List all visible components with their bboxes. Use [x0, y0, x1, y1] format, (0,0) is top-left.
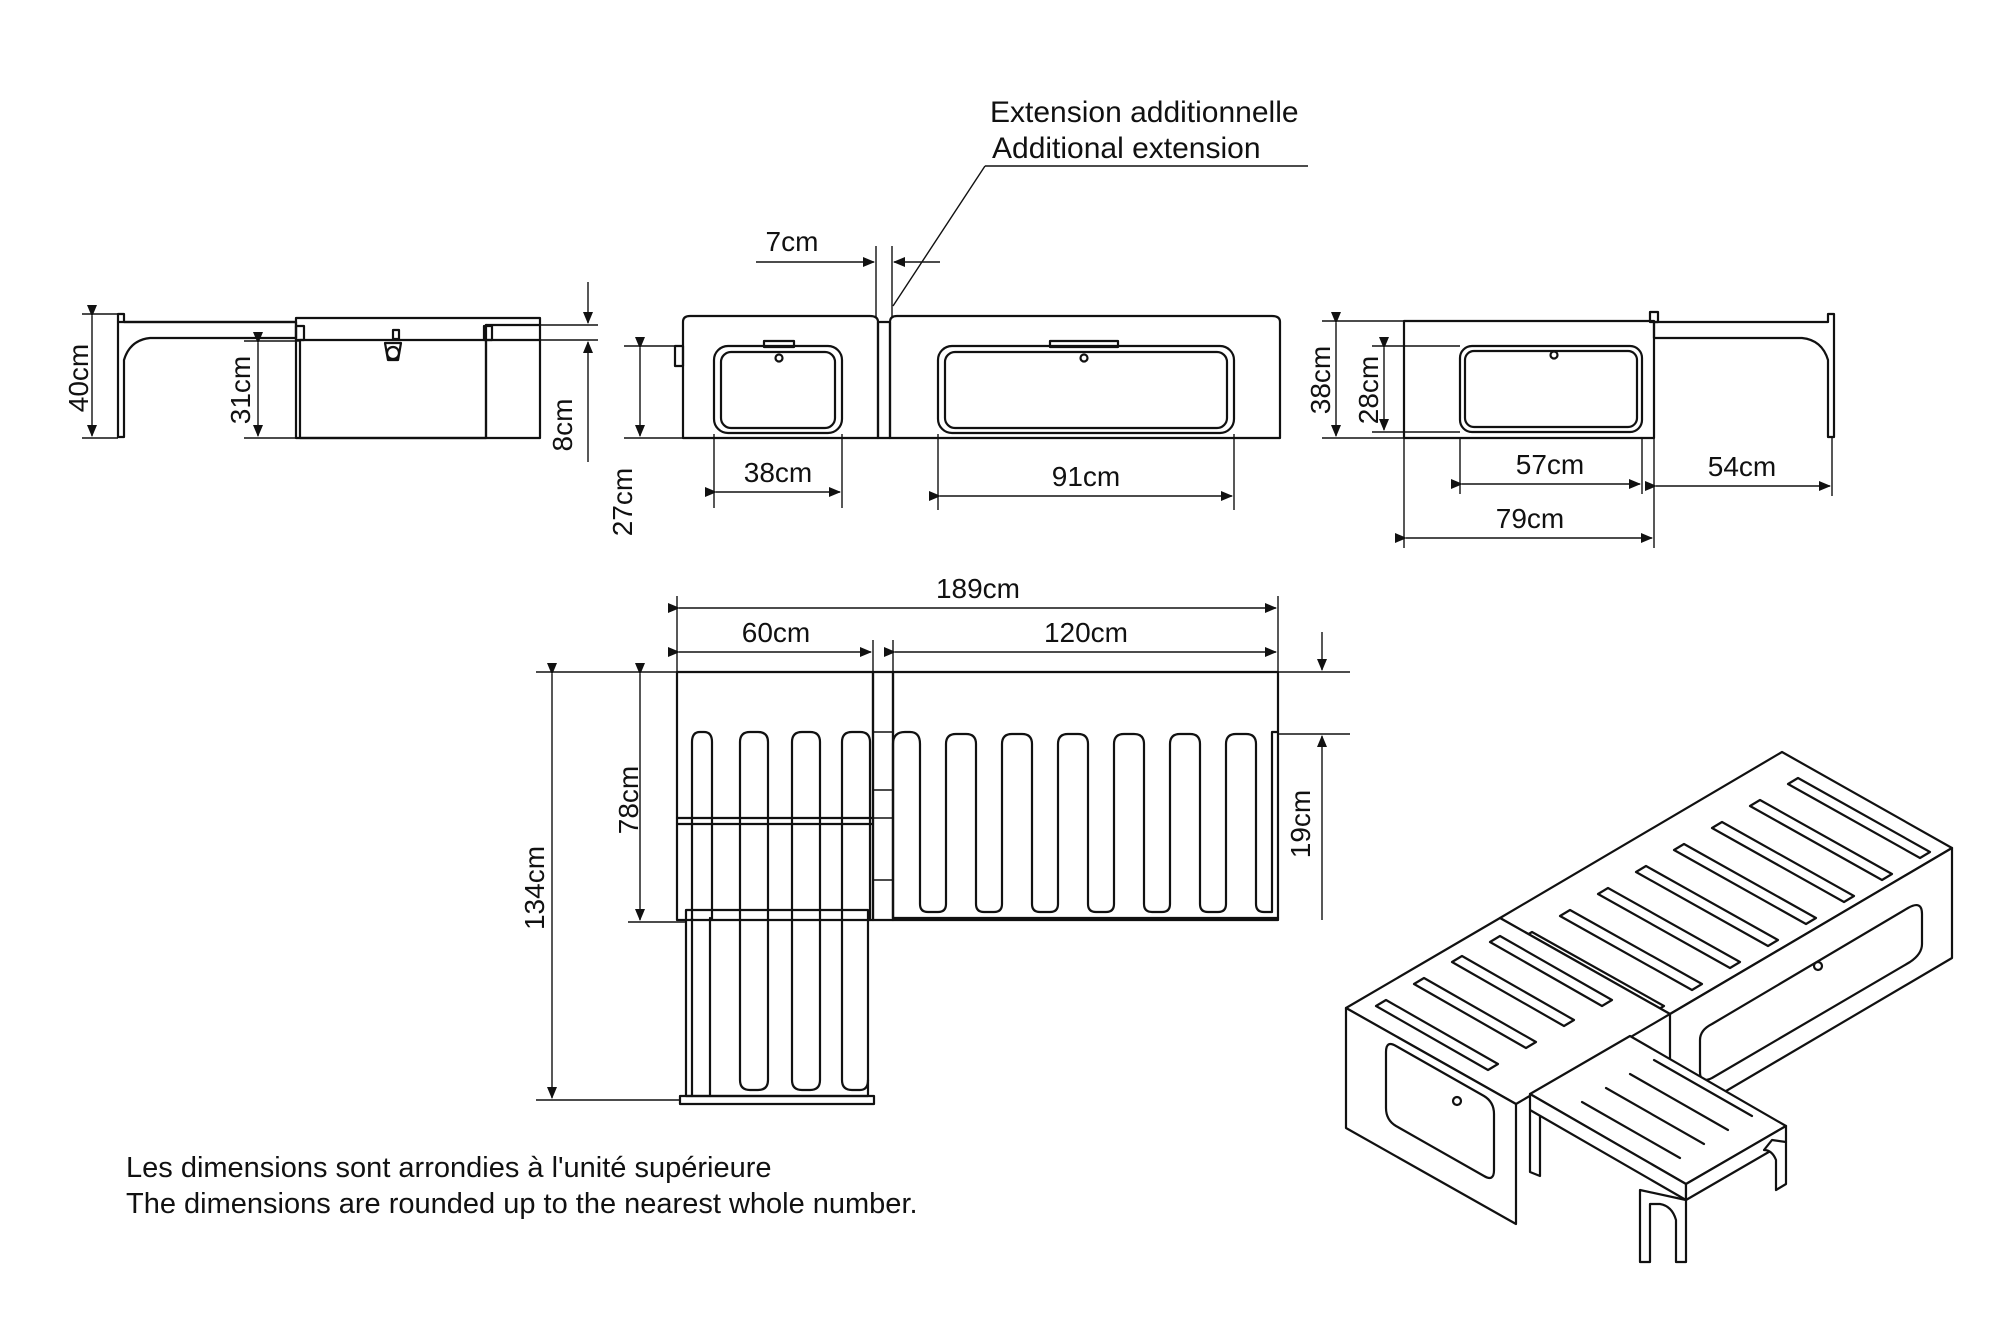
callout-label-en: Additional extension [992, 132, 1261, 165]
note-french: Les dimensions sont arrondies à l'unité … [126, 1152, 772, 1184]
side-view-left: 40cm 31cm 8cm [63, 282, 598, 462]
extension-callout: Extension additionnelle Additional exten… [892, 96, 1308, 307]
dim-57cm: 57cm [1516, 449, 1584, 480]
dim-60cm: 60cm [742, 617, 810, 648]
dim-31cm: 31cm [225, 356, 256, 424]
dim-189cm: 189cm [936, 573, 1020, 604]
dim-28cm: 28cm [1353, 356, 1384, 424]
dim-27cm: 27cm [607, 468, 638, 536]
side-view-right: 38cm 28cm 57cm 54cm 79cm [1305, 310, 1836, 548]
dim-78cm: 78cm [613, 766, 644, 834]
dim-7cm: 7cm [766, 226, 819, 257]
callout-label-fr: Extension additionnelle [990, 96, 1299, 129]
dim-120cm: 120cm [1044, 617, 1128, 648]
dim-38cm: 38cm [744, 457, 812, 488]
dim-19cm: 19cm [1285, 790, 1316, 858]
dim-134cm: 134cm [519, 846, 550, 930]
dim-79cm: 79cm [1496, 503, 1564, 534]
dim-40cm: 40cm [63, 344, 94, 412]
note-english: The dimensions are rounded up to the nea… [126, 1188, 918, 1220]
isometric-view [1344, 750, 1954, 1264]
dim-8cm: 8cm [547, 399, 578, 452]
top-view: 189cm 60cm 120cm 134cm 78cm 19cm [519, 573, 1350, 1106]
dim-91cm: 91cm [1052, 461, 1120, 492]
dim-54cm: 54cm [1708, 451, 1776, 482]
dim-38cm-side: 38cm [1305, 346, 1336, 414]
front-view: 7cm 27cm 38cm 91cm [607, 226, 1282, 536]
